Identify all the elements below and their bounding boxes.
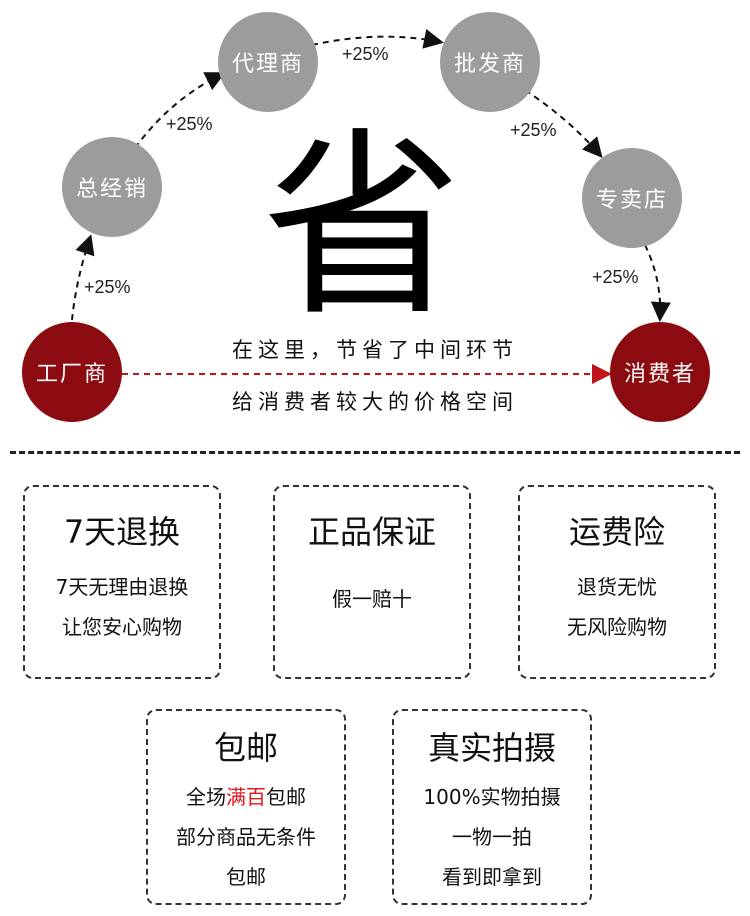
caption-line-1: 在这里，节省了中间环节 xyxy=(232,338,518,362)
markup-label-5: +25% xyxy=(592,267,639,287)
markup-label-1: +25% xyxy=(84,277,131,297)
node-agent: 代理商 xyxy=(218,12,318,112)
markup-label-4: +25% xyxy=(510,120,557,140)
arrow-wholesaler-retailer xyxy=(524,89,603,159)
card-line: 无风险购物 xyxy=(567,615,667,639)
card-line: 100%实物拍摄 xyxy=(423,785,561,809)
card-line: 让您安心购物 xyxy=(62,615,182,639)
card-shipping-insurance: 运费险 退货无忧 无风险购物 xyxy=(518,485,716,679)
card-seven-day-return: 7天退换 7天无理由退换 让您安心购物 xyxy=(23,485,221,679)
node-factory: 工厂商 xyxy=(22,322,122,422)
card-line: 看到即拿到 xyxy=(442,865,542,889)
card-title: 正品保证 xyxy=(307,513,436,551)
card-title: 真实拍摄 xyxy=(427,729,556,767)
node-distributor: 总经销 xyxy=(62,137,162,237)
card-free-shipping: 包邮 全场满百包邮 部分商品无条件 包邮 xyxy=(146,709,346,905)
card-line: 一物一拍 xyxy=(452,825,532,849)
card-line: 全场满百包邮 xyxy=(148,777,344,817)
node-consumer: 消费者 xyxy=(610,322,710,422)
card-title: 运费险 xyxy=(568,513,665,551)
markup-label-2: +25% xyxy=(166,114,213,134)
card-line: 假一赔十 xyxy=(332,587,412,611)
card-line-highlight: 满百 xyxy=(226,785,266,809)
save-character: 省 xyxy=(262,111,463,344)
card-line-prefix: 全场 xyxy=(186,785,226,809)
card-title: 7天退换 xyxy=(63,513,181,551)
card-genuine-guarantee: 正品保证 假一赔十 xyxy=(273,485,471,679)
node-wholesaler: 批发商 xyxy=(440,12,540,112)
arrow-retailer-consumer xyxy=(644,244,671,322)
arrow-agent-wholesaler xyxy=(311,29,444,49)
card-line: 退货无忧 xyxy=(577,575,657,599)
card-real-photos: 真实拍摄 100%实物拍摄 一物一拍 看到即拿到 xyxy=(392,709,592,905)
flow-arrows xyxy=(71,29,671,384)
card-line-suffix: 包邮 xyxy=(266,785,306,809)
arrow-distributor-agent xyxy=(134,72,226,149)
section-divider xyxy=(10,451,740,454)
markup-label-3: +25% xyxy=(342,44,389,64)
node-retailer: 专卖店 xyxy=(582,148,682,248)
card-line: 部分商品无条件 xyxy=(176,825,316,849)
card-line: 7天无理由退换 xyxy=(55,575,189,599)
card-line: 包邮 xyxy=(226,865,266,889)
card-title: 包邮 xyxy=(213,729,278,767)
caption-line-2: 给消费者较大的价格空间 xyxy=(232,390,518,414)
